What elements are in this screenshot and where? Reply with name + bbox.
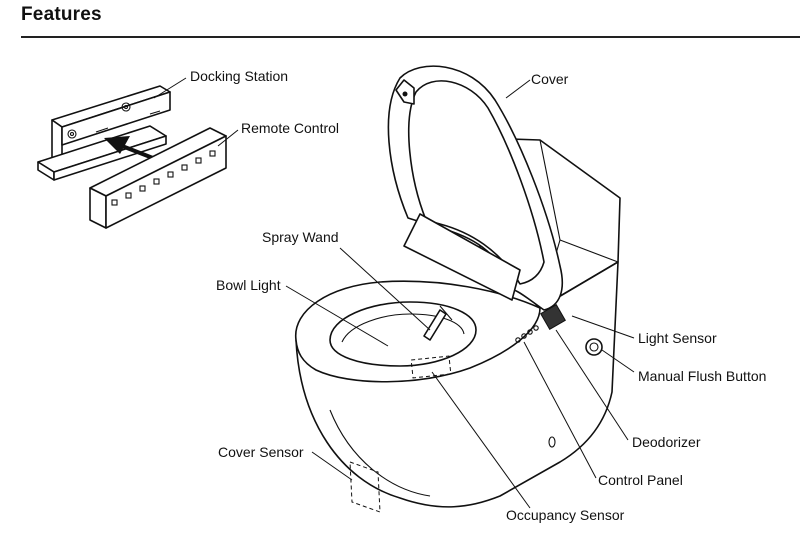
page-title: Features: [21, 4, 102, 25]
label-light-sensor: Light Sensor: [638, 330, 717, 346]
label-cover-sensor: Cover Sensor: [218, 444, 304, 460]
title-divider: [21, 36, 800, 38]
label-control-panel: Control Panel: [598, 472, 683, 488]
label-cover: Cover: [531, 71, 569, 87]
label-occupancy-sensor: Occupancy Sensor: [506, 507, 625, 523]
spray-wand: [423, 305, 453, 341]
toilet-cover: [387, 65, 564, 311]
label-spray-wand: Spray Wand: [262, 229, 339, 245]
remote-control: [89, 127, 227, 229]
leader-lines: [153, 77, 635, 509]
cover-sensor-outline: [349, 461, 381, 513]
toilet-body: [295, 261, 619, 508]
label-bowl-light: Bowl Light: [216, 277, 281, 293]
label-manual-flush-button: Manual Flush Button: [638, 368, 766, 384]
label-docking-station: Docking Station: [190, 68, 288, 84]
control-panel-buttons: [515, 325, 539, 343]
label-remote-control: Remote Control: [241, 120, 339, 136]
label-deodorizer: Deodorizer: [632, 434, 701, 450]
